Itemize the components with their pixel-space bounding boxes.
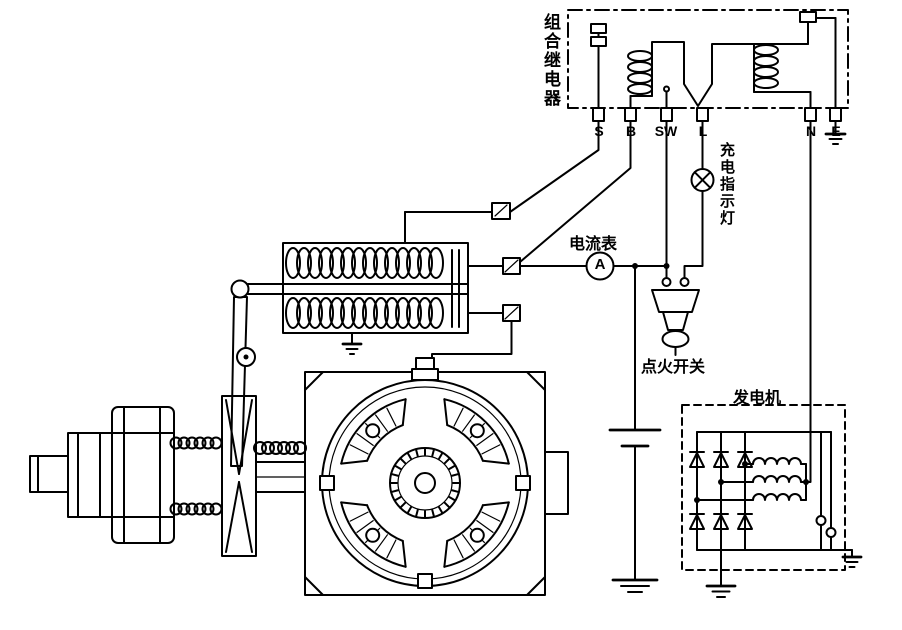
terminal-label-e: E (831, 123, 841, 139)
ground-e (824, 120, 847, 145)
battery-symbol (608, 265, 662, 593)
terminal-label-n: N (805, 123, 817, 139)
wire-s (509, 120, 600, 213)
field-pole-ul (340, 398, 407, 465)
ground-generator-right (830, 549, 863, 568)
wire-b (519, 120, 632, 263)
wire-l2 (683, 190, 704, 279)
engagement-springs (169, 436, 307, 516)
ammeter-symbol-letter: A (594, 256, 606, 273)
generator-label: 发电机 (733, 390, 782, 407)
solenoid-coil-windings (285, 247, 444, 329)
relay-terminals-group (592, 107, 842, 122)
wiring-group (509, 120, 847, 483)
field-pole-ur (443, 398, 510, 465)
terminal-label-sw: SW (654, 123, 678, 139)
ammeter-symbol-group (519, 251, 670, 281)
terminal-label-b: B (625, 123, 637, 139)
field-pole-dr (443, 501, 510, 568)
relay-box-group (567, 9, 849, 122)
stator-windings (694, 457, 809, 503)
brush-assembly (815, 431, 837, 551)
ignition-switch-symbol (651, 277, 700, 356)
generator-group (681, 404, 863, 598)
ammeter-label: 电流表 (569, 236, 618, 253)
relay-coil-windings (627, 44, 779, 95)
motor-end-view-group (304, 357, 569, 596)
armature-core (389, 447, 461, 519)
ground-solenoid (341, 332, 363, 355)
field-pole-dl (340, 501, 407, 568)
armature-teeth (389, 447, 461, 519)
motor-terminal-block (411, 357, 439, 381)
charge-lamp-symbol (690, 168, 715, 192)
diode-bridge (689, 451, 753, 530)
terminal-label-s: S (594, 123, 604, 139)
armature-shaft (255, 461, 306, 493)
drive-assembly-group (29, 395, 307, 557)
ground-generator-bottom (705, 549, 737, 598)
terminal-label-l: L (698, 123, 708, 139)
wire-n (805, 120, 812, 483)
relay-box-label: 组合继电器 (541, 13, 560, 108)
solenoid-group (247, 202, 521, 359)
shift-lever-group (230, 279, 256, 467)
charge-lamp-label: 充电指示灯 (718, 142, 735, 227)
ignition-switch-label: 点火开关 (641, 359, 706, 376)
drive-collar (221, 395, 257, 557)
